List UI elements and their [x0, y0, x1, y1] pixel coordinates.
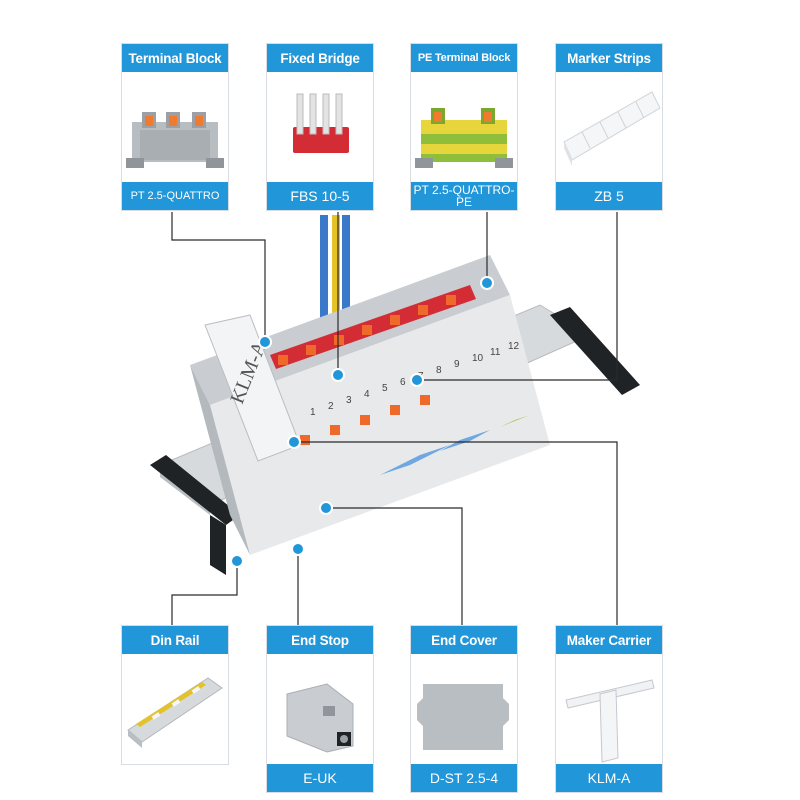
callout-dot [258, 335, 272, 349]
component-code: KLM-A [556, 764, 662, 792]
callout-line-marker-strips [420, 212, 618, 381]
component-title: PE Terminal Block [411, 44, 517, 72]
din-rail-icon [122, 654, 228, 764]
component-code: PT 2.5-QUATTRO-PE [411, 182, 517, 210]
marker-number: 5 [382, 383, 388, 394]
callout-dot [319, 501, 333, 515]
marker-number: 2 [328, 401, 334, 412]
callout-dot [331, 368, 345, 382]
component-card-end-stop: End Stop E-UK [266, 625, 374, 793]
component-card-maker-carrier: Maker Carrier KLM-A [555, 625, 663, 793]
component-title: Fixed Bridge [267, 44, 373, 72]
end-cover-icon [411, 654, 517, 764]
callout-line-end-cover [327, 507, 463, 625]
component-code: FBS 10-5 [267, 182, 373, 210]
marker-number: 1 [310, 407, 316, 418]
marker-carrier-icon [556, 654, 662, 764]
marker-number: 6 [400, 377, 406, 388]
component-title: End Stop [267, 626, 373, 654]
component-card-fixed-bridge: Fixed Bridge FBS 10-5 [266, 43, 374, 211]
marker-number: 11 [490, 347, 501, 358]
component-card-pe-terminal-block: PE Terminal Block PT 2.5-QUATTRO-PE [410, 43, 518, 211]
callout-dot [410, 373, 424, 387]
marker-number: 3 [346, 395, 352, 406]
callout-dot [287, 435, 301, 449]
terminal-assembly-illustration: KLM-A 1 2 3 4 5 6 7 8 9 10 11 12 [150, 215, 640, 575]
component-title: Terminal Block [122, 44, 228, 72]
marker-number: 9 [454, 359, 460, 370]
component-title: Marker Strips [556, 44, 662, 72]
callout-line-maker-carrier [294, 441, 618, 625]
component-card-marker-strips: Marker Strips ZB 5 [555, 43, 663, 211]
component-code: ZB 5 [556, 182, 662, 210]
pe-terminal-block-icon [411, 72, 517, 182]
callout-dot [291, 542, 305, 556]
component-code: D-ST 2.5-4 [411, 764, 517, 792]
marker-number: 12 [508, 341, 520, 352]
component-title: End Cover [411, 626, 517, 654]
marker-number: 10 [472, 353, 484, 364]
end-stop-icon [267, 654, 373, 764]
component-card-terminal-block: Terminal Block PT 2.5-QUATTRO [121, 43, 229, 211]
marker-number: 4 [364, 389, 370, 400]
component-code: PT 2.5-QUATTRO [122, 182, 228, 210]
fixed-bridge-icon [267, 72, 373, 182]
component-card-end-cover: End Cover D-ST 2.5-4 [410, 625, 518, 793]
marker-strips-icon [556, 72, 662, 182]
terminal-block-icon [122, 72, 228, 182]
component-card-din-rail: Din Rail [121, 625, 229, 765]
callout-dot [230, 554, 244, 568]
marker-number: 8 [436, 365, 442, 376]
callout-line-din-rail [171, 562, 238, 625]
component-code: E-UK [267, 764, 373, 792]
callout-dot [480, 276, 494, 290]
component-title: Maker Carrier [556, 626, 662, 654]
callout-line-terminal-block [171, 212, 266, 340]
component-title: Din Rail [122, 626, 228, 654]
